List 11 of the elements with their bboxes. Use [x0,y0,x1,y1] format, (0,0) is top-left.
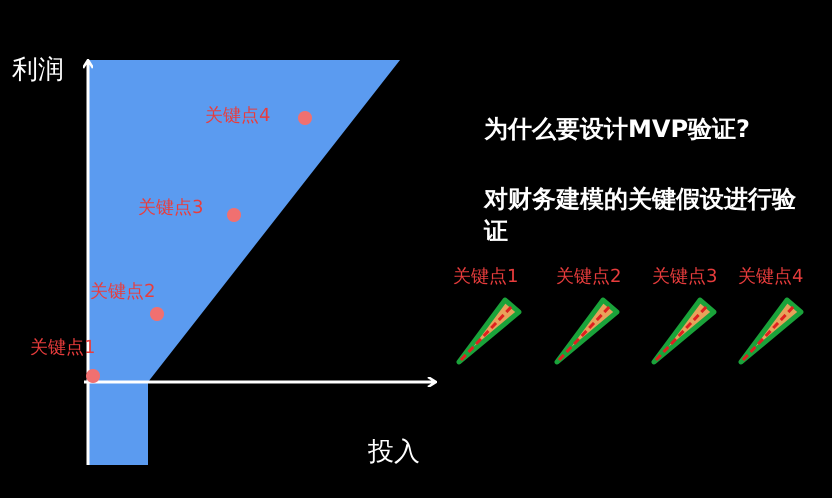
point-label: 关键点4 [205,105,270,127]
icon-label: 关键点2 [556,266,622,288]
icon-label: 关键点3 [652,266,718,288]
icon-label: 关键点1 [453,266,518,288]
axis-label: 利润 [12,55,64,86]
subheading: 对财务建模的关键假设进行验证 [484,184,797,248]
icon-label: 关键点4 [738,266,804,288]
axis-label: 投入 [368,437,420,468]
heading: 为什么要设计MVP验证? [484,115,750,144]
point-label: 关键点2 [90,281,156,303]
point-label: 关键点3 [138,197,204,219]
